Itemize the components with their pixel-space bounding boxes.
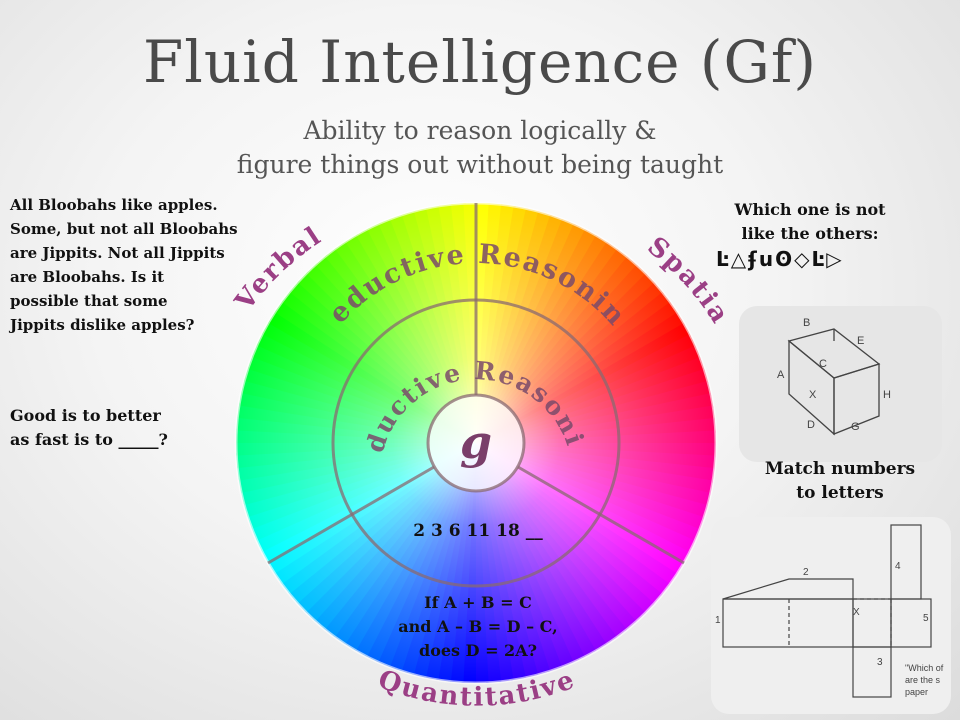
cube-label-b: B: [803, 317, 810, 329]
odd-one-out-prompt: Which one is not like the others:: [706, 198, 914, 246]
net-label-2: 2: [803, 567, 809, 578]
net-label-5: 5: [923, 613, 929, 624]
slide-title: Fluid Intelligence (Gf): [143, 28, 817, 96]
net-caption-line-1: "Which of: [905, 663, 944, 673]
match-line-2: to letters: [796, 483, 884, 503]
odd-one-line-2: like the others:: [741, 224, 879, 243]
analogy-line-1: Good is to better: [10, 406, 161, 425]
net-label-4: 4: [895, 561, 901, 572]
subtitle-line-1: Ability to reason logically &: [303, 116, 657, 145]
cube-label-g: G: [851, 421, 860, 433]
quant-line-2: and A – B = D – C,: [398, 617, 557, 636]
divider-right: [517, 465, 685, 565]
cube-label-e: E: [857, 335, 864, 347]
analogy-line-2: as fast is to _____?: [10, 430, 168, 449]
odd-one-glyphs: Ŀ△ʄuʘ◇Ŀ▷: [716, 247, 844, 271]
syllogism-line: All Bloobahs like apples.: [10, 196, 218, 214]
divider-left: [267, 465, 435, 565]
syllogism-line: are Bloobahs. Is it: [10, 268, 165, 286]
syllogism-line: Jippits dislike apples?: [10, 316, 195, 334]
net-caption-line-2: are the s: [905, 675, 941, 685]
g-factor-label: g: [460, 415, 492, 469]
analogy-problem: Good is to better as fast is to _____?: [10, 404, 240, 452]
quantitative-problem: If A + B = C and A – B = D – C, does D =…: [398, 593, 557, 660]
net-label-1: 1: [715, 615, 721, 626]
match-numbers-prompt: Match numbers to letters: [730, 457, 950, 505]
cube-label-x: X: [809, 389, 817, 401]
cube-label-d: D: [807, 419, 815, 431]
syllogism-line: are Jippits. Not all Jippits: [10, 244, 225, 262]
number-series: 2 3 6 11 18 __: [413, 521, 543, 541]
cube-label-h: H: [883, 389, 891, 401]
syllogism-problem: All Bloobahs like apples. Some, but not …: [10, 193, 280, 337]
net-figure-panel: 1 2 3 4 5 X "Which of are the s paper: [711, 517, 951, 714]
net-label-x: X: [853, 607, 860, 618]
subtitle-line-2: figure things out without being taught: [236, 150, 724, 179]
net-caption-line-3: paper: [905, 687, 928, 697]
quant-line-3: does D = 2A?: [419, 641, 537, 660]
net-label-3: 3: [877, 657, 883, 668]
cube-label-a: A: [777, 369, 785, 381]
match-line-1: Match numbers: [764, 459, 916, 479]
cube-label-c: C: [819, 358, 827, 370]
odd-one-line-1: Which one is not: [734, 200, 886, 219]
net-figure: 1 2 3 4 5 X "Which of are the s paper: [715, 524, 944, 698]
syllogism-line: Some, but not all Bloobahs: [10, 220, 238, 238]
syllogism-line: possible that some: [10, 292, 168, 310]
quant-line-1: If A + B = C: [424, 593, 532, 612]
cube-figure-panel: A B C D E G H X: [739, 306, 942, 462]
cube-figure: A B C D E G H X: [777, 317, 891, 436]
